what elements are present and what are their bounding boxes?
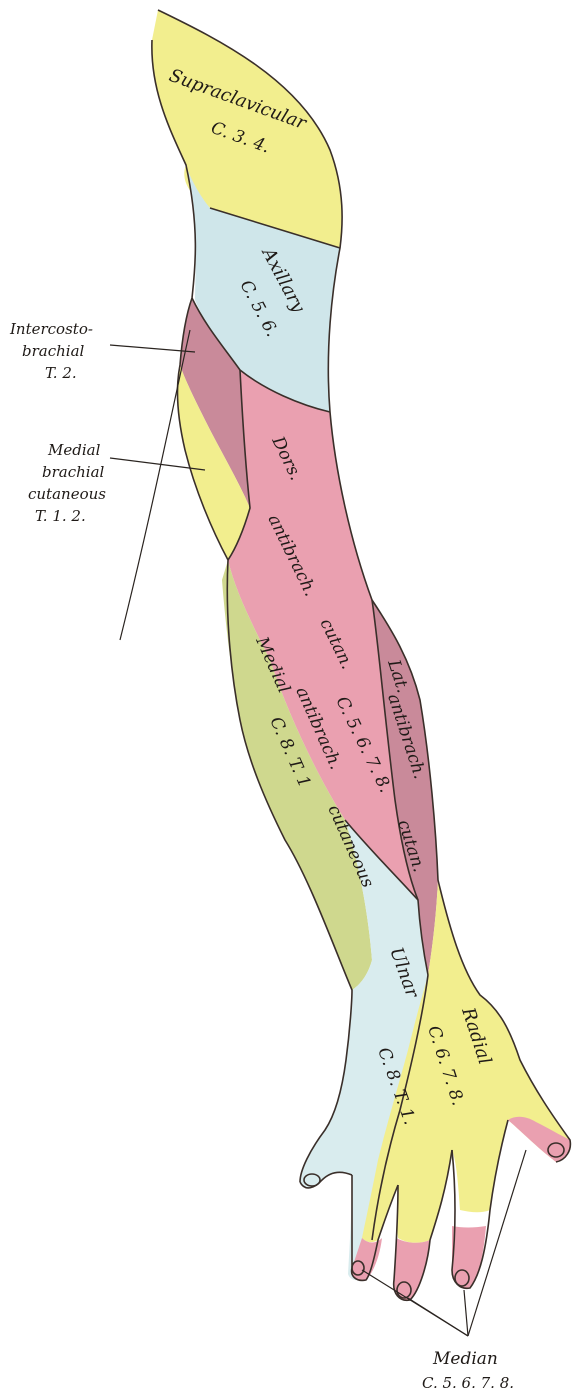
leader-median-2 [408,1298,468,1336]
label-medial-brachial-line1: Medial [47,441,101,459]
nerve-regions [152,10,571,1300]
label-intercostobrachial-line2: brachial [22,342,85,360]
label-median-name: Median [432,1349,498,1369]
label-medial-brachial-line3: cutaneous [28,485,106,503]
leader-median-3 [464,1290,468,1336]
label-medial-brachial-roots: T. 1. 2. [35,507,86,525]
label-intercostobrachial-roots: T. 2. [45,364,77,382]
label-medial-brachial-line2: brachial [42,463,105,481]
label-intercostobrachial-line1: Intercosto- [9,320,93,338]
label-median-roots: C. 5. 6. 7. 8. [422,1374,514,1392]
leader-axilla-curve [120,330,190,640]
